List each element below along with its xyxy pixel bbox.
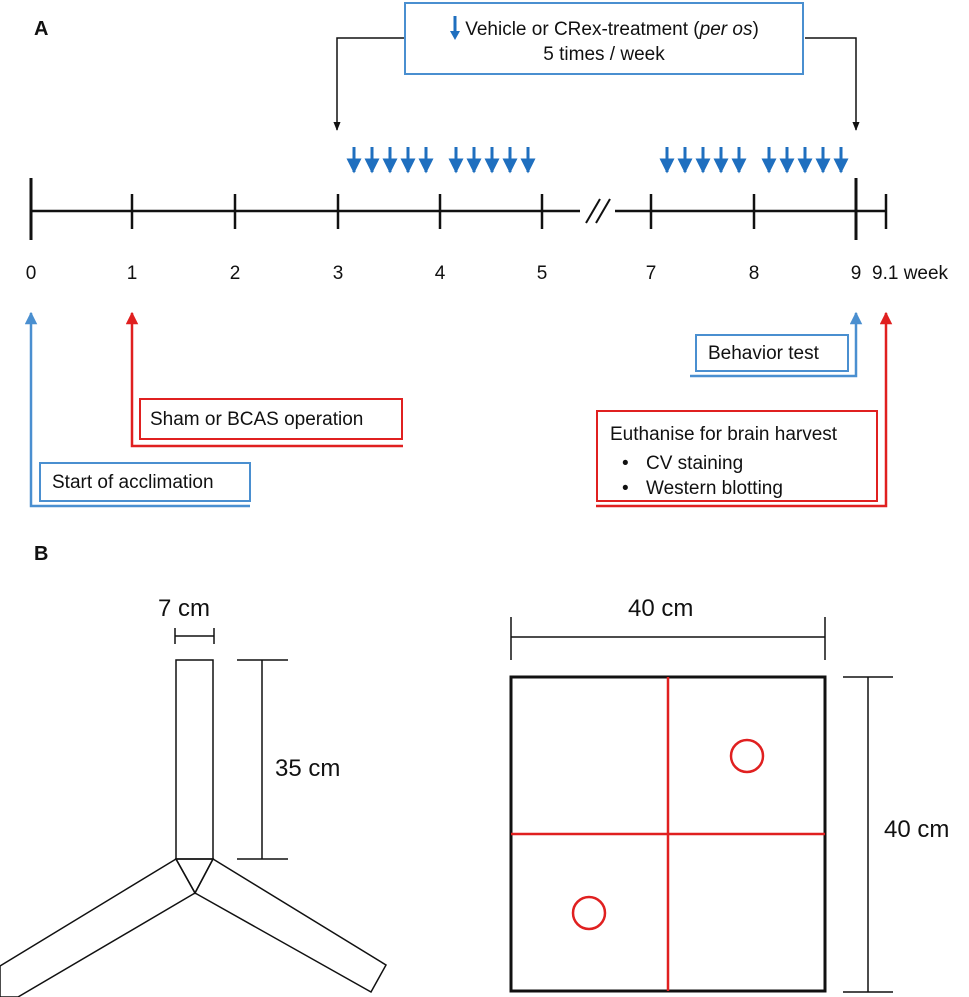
behavior-label: Behavior test [708,343,819,364]
euthanise-title: Euthanise for brain harvest [610,424,838,445]
acclimation-box: Start of acclimation [39,462,251,502]
behavior-box: Behavior test [695,334,849,372]
euthanise-leader [596,311,893,508]
behavior-leader [690,311,863,378]
list-item: CV staining [622,451,876,476]
treatment-box: Vehicle or CRex-treatment (per os) 5 tim… [404,2,804,75]
panel-b-label: B [34,543,49,565]
tick-label-9-1-week: 9.1 week [872,263,949,284]
tick-label-8: 8 [748,263,760,284]
quadrant-lines [511,677,825,991]
treatment-line-1: Vehicle or CRex-treatment (per os) [406,15,802,42]
tick-label-0: 0 [25,263,37,284]
tick-label-2: 2 [229,263,241,284]
y-maze-length-label: 35 cm [275,755,341,782]
treatment-bracket [333,37,860,131]
dose-arrows [346,147,849,174]
treatment-line-2: 5 times / week [543,44,665,65]
target-circle-upper [729,738,765,774]
list-item: Western blotting [622,476,876,501]
y-maze-width-dimension [174,628,215,644]
acclimation-leader [24,311,250,508]
y-maze-width-label: 7 cm [158,595,211,622]
target-circle-lower [571,895,607,931]
y-maze [0,659,388,997]
down-arrow-icon [450,16,461,40]
treatment-line-1-prefix: Vehicle or CRex-treatment ( [465,19,700,40]
tick-label-1: 1 [126,263,138,284]
operation-label: Sham or BCAS operation [150,409,364,430]
tick-label-4: 4 [434,263,446,284]
axis-break-mark [585,198,611,224]
open-field-width-dimension [510,617,826,660]
open-field-height-dimension [843,676,893,993]
tick-label-7: 7 [645,263,657,284]
tick-label-9: 9 [850,263,862,284]
open-field-height-label: 40 cm [884,816,950,843]
treatment-route-italic: per os [699,19,753,40]
open-field-width-label: 40 cm [628,595,694,622]
treatment-line-1-suffix: ) [752,19,759,40]
tick-label-5: 5 [536,263,548,284]
tick-label-3: 3 [332,263,344,284]
panel-a-label: A [34,18,49,40]
operation-box: Sham or BCAS operation [139,398,403,440]
acclimation-label: Start of acclimation [52,472,214,493]
operation-leader [125,311,403,448]
euthanise-list: CV staining Western blotting [610,451,876,501]
y-maze-length-dimension [237,659,288,860]
timeline-axis [29,178,888,240]
euthanise-box: Euthanise for brain harvest CV staining … [596,410,878,502]
